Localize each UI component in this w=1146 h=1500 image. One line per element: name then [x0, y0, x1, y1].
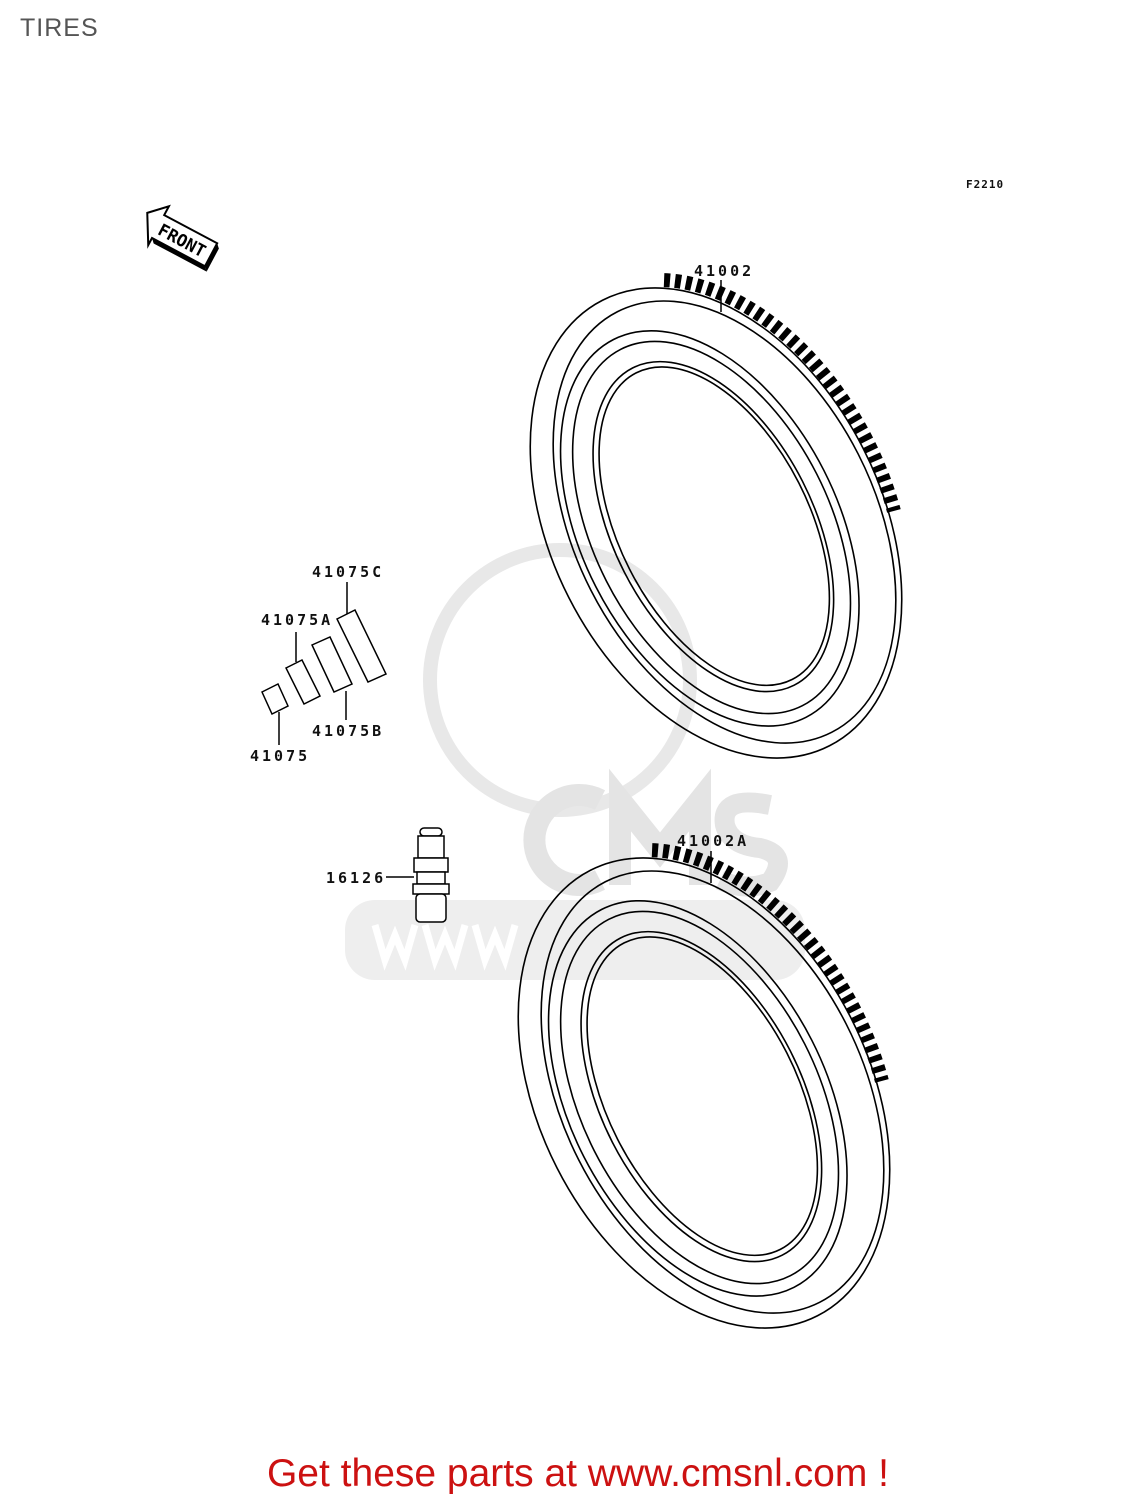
- front-tire-41002[interactable]: [455, 222, 982, 820]
- part-label-41075A[interactable]: 41075A: [261, 611, 334, 629]
- watermark-logo: [345, 543, 805, 980]
- part-label-16126[interactable]: 16126: [326, 869, 387, 887]
- part-label-41075C[interactable]: 41075C: [312, 563, 385, 581]
- front-arrow-icon: FRONT: [146, 204, 219, 272]
- balance-weights[interactable]: [261, 582, 388, 745]
- valve-16126[interactable]: [386, 827, 450, 923]
- part-label-41075[interactable]: 41075: [250, 747, 311, 765]
- footer-link[interactable]: Get these parts at www.cmsnl.com !: [266, 1452, 890, 1495]
- part-label-41002A[interactable]: 41002A: [677, 832, 750, 850]
- part-label-41002[interactable]: 41002: [694, 262, 755, 280]
- page-title: TIRES: [20, 14, 99, 42]
- part-label-41075B[interactable]: 41075B: [312, 722, 385, 740]
- rear-tire-41002A[interactable]: [443, 792, 970, 1390]
- figure-code: F2210: [966, 178, 1005, 191]
